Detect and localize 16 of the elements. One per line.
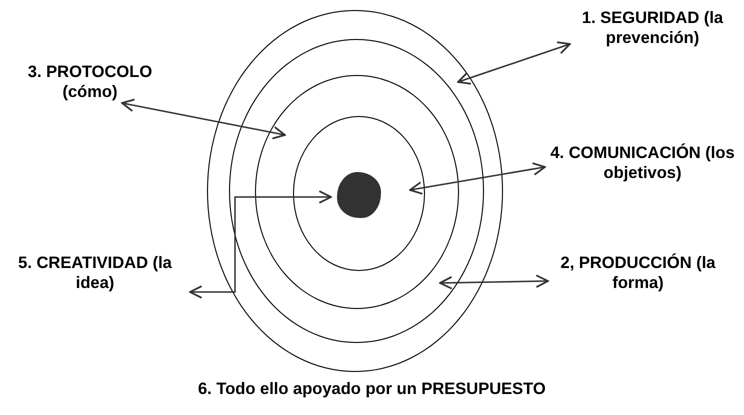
double-arrow	[439, 274, 549, 290]
blob-shape	[337, 172, 381, 218]
ellipse-ring	[293, 116, 425, 271]
double-arrow	[121, 98, 286, 140]
double-arrow	[409, 162, 546, 195]
double-arrow	[457, 41, 571, 85]
callout-text: 5. CREATIVIDAD (la idea)	[0, 253, 190, 293]
ellipse-ring	[207, 10, 503, 372]
footer-note: 6. Todo ello apoyado por un PRESUPUESTO	[198, 380, 546, 399]
callout-text: 3. PROTOCOLO (cómo)	[10, 62, 170, 102]
ellipse-ring	[229, 39, 484, 343]
callout-text: 1. SEGURIDAD (la prevención)	[570, 8, 735, 48]
double-arrow	[189, 190, 332, 299]
callout-text: 4. COMUNICACIÓN (los objetivos)	[545, 143, 740, 183]
ellipse-ring	[255, 75, 459, 309]
callout-text: 2, PRODUCCIÓN (la forma)	[548, 253, 728, 293]
